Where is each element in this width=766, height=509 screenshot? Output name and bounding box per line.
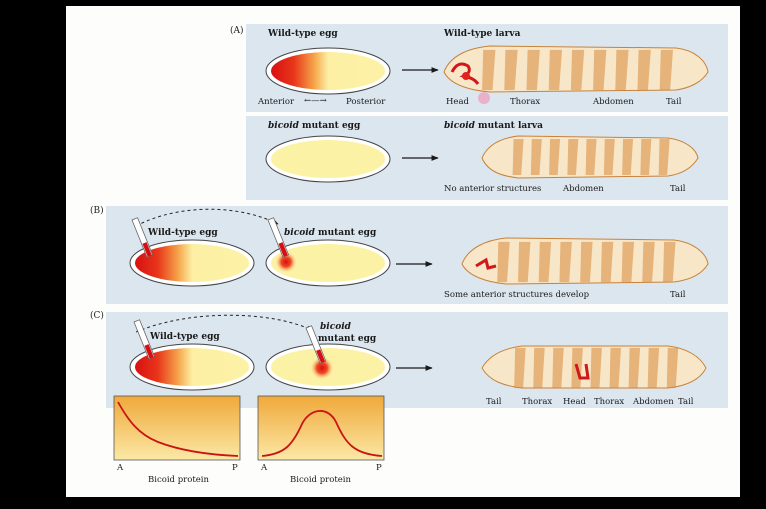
ap-arrow-label: ←—→ bbox=[304, 96, 327, 106]
panel-b-label: (B) bbox=[90, 206, 104, 216]
graph-left-p: P bbox=[232, 463, 238, 473]
graph-right-p: P bbox=[376, 463, 382, 473]
larva-segments bbox=[513, 139, 670, 175]
arrow-a-bottom bbox=[402, 152, 442, 164]
arrow-b bbox=[396, 258, 436, 270]
mutant-larva-title-a: bicoid mutant larva bbox=[444, 121, 543, 131]
graph-right-a: A bbox=[261, 463, 267, 473]
larva-segments bbox=[482, 50, 673, 90]
panel-c-label: (C) bbox=[90, 311, 104, 321]
mutant-egg-title-a: bicoid mutant egg bbox=[268, 121, 360, 131]
posterior-label: Posterior bbox=[346, 97, 385, 107]
wt-larva-title-a: Wild-type larva bbox=[444, 29, 520, 39]
head-highlight bbox=[478, 92, 490, 104]
wild-type-egg-a bbox=[264, 46, 392, 96]
rescued-larva-b bbox=[458, 234, 710, 290]
head-label: Head bbox=[446, 97, 469, 107]
wild-type-egg-c bbox=[126, 322, 256, 392]
arrow-a-top bbox=[402, 64, 442, 76]
label-head: Head bbox=[563, 397, 586, 407]
tail-label: Tail bbox=[666, 97, 682, 107]
tail-label-mutant: Tail bbox=[670, 184, 686, 194]
abdomen-label: Abdomen bbox=[593, 97, 634, 107]
larva-segments bbox=[514, 348, 678, 388]
wt-egg-title-a: Wild-type egg bbox=[268, 29, 338, 39]
larva-segments bbox=[497, 242, 675, 282]
label-tail-right: Tail bbox=[678, 397, 694, 407]
label-abdomen: Abdomen bbox=[633, 397, 674, 407]
no-anterior-label: No anterior structures bbox=[444, 184, 541, 194]
panel-a-label: (A) bbox=[230, 26, 244, 36]
mutant-larva-a bbox=[478, 132, 700, 182]
mutant-egg-c bbox=[262, 322, 392, 392]
abdomen-label-mutant: Abdomen bbox=[563, 184, 604, 194]
mutant-egg-b bbox=[262, 218, 392, 288]
bicoid-gradient-graph-right bbox=[258, 396, 386, 462]
wild-type-larva-a bbox=[440, 42, 710, 98]
graph-left-caption: Bicoid protein bbox=[148, 475, 209, 485]
double-abdomen-larva-c bbox=[478, 340, 710, 396]
label-thorax-left: Thorax bbox=[522, 397, 552, 407]
graph-right-caption: Bicoid protein bbox=[290, 475, 351, 485]
label-tail-left: Tail bbox=[486, 397, 502, 407]
graph-left-a: A bbox=[117, 463, 123, 473]
wild-type-egg-b bbox=[126, 218, 256, 288]
tail-label-b: Tail bbox=[670, 290, 686, 300]
arrow-c bbox=[396, 362, 436, 374]
mutant-egg-a bbox=[264, 134, 392, 184]
thorax-label: Thorax bbox=[510, 97, 540, 107]
anterior-label: Anterior bbox=[258, 97, 294, 107]
figure-page: (A) Wild-type egg Wild-type larva Anteri… bbox=[66, 6, 740, 497]
label-thorax-right: Thorax bbox=[594, 397, 624, 407]
bicoid-gradient-graph-left bbox=[114, 396, 242, 462]
some-anterior-label: Some anterior structures develop bbox=[444, 290, 589, 300]
